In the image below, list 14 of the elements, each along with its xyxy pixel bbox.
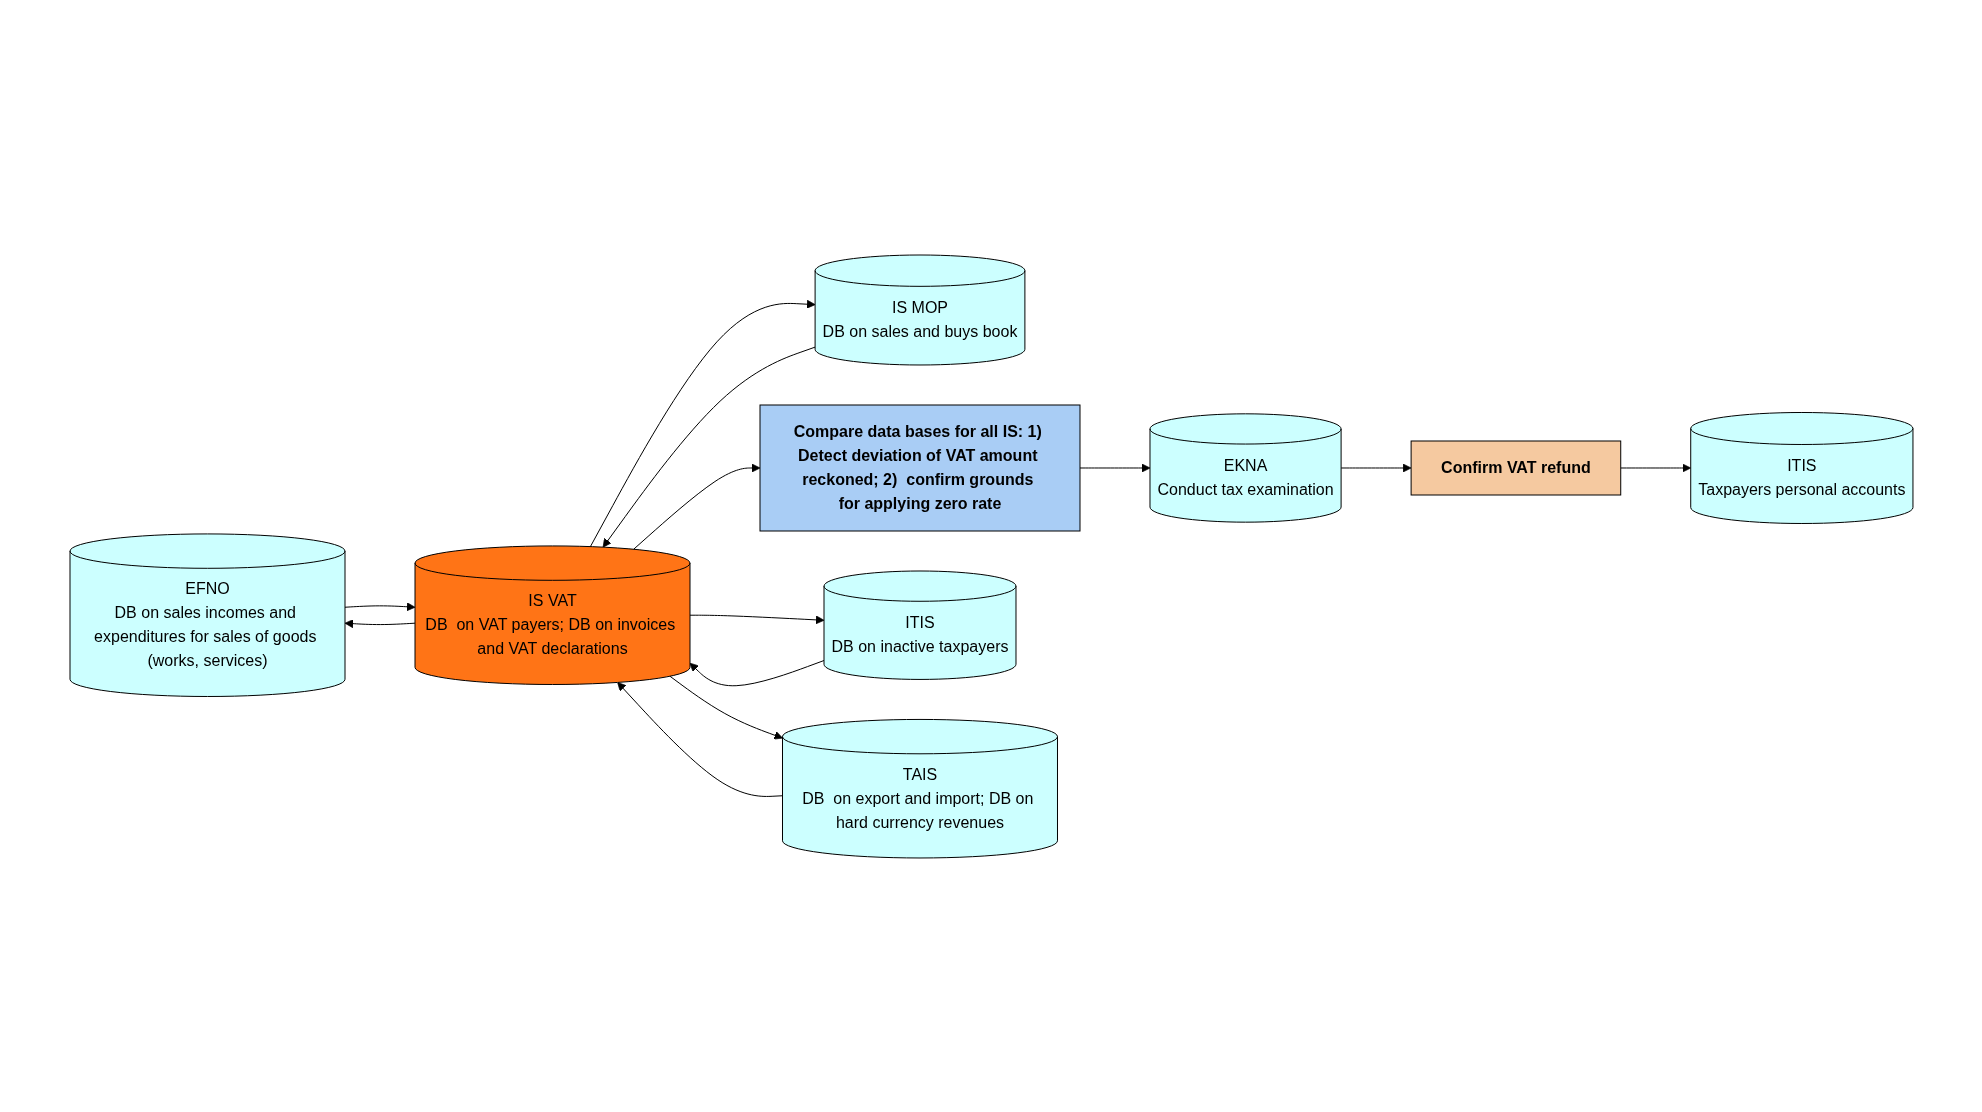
arrow	[344, 618, 415, 628]
arrow	[589, 299, 815, 547]
arrow	[689, 614, 824, 624]
arrow	[1079, 463, 1150, 472]
node-box: Confirm VAT refund	[1410, 440, 1621, 495]
arrow	[616, 681, 783, 797]
arrow	[668, 675, 783, 739]
arrow	[632, 463, 760, 550]
arrow	[1619, 463, 1691, 472]
arrow	[689, 659, 824, 686]
arrow	[1340, 463, 1411, 472]
node-box: Compare data bases for all IS: 1) Detect deviation of VAT amount reckoned; 2) confirm grounds for applying zero rate	[759, 404, 1080, 531]
arrow	[602, 346, 816, 548]
arrow	[344, 601, 415, 611]
